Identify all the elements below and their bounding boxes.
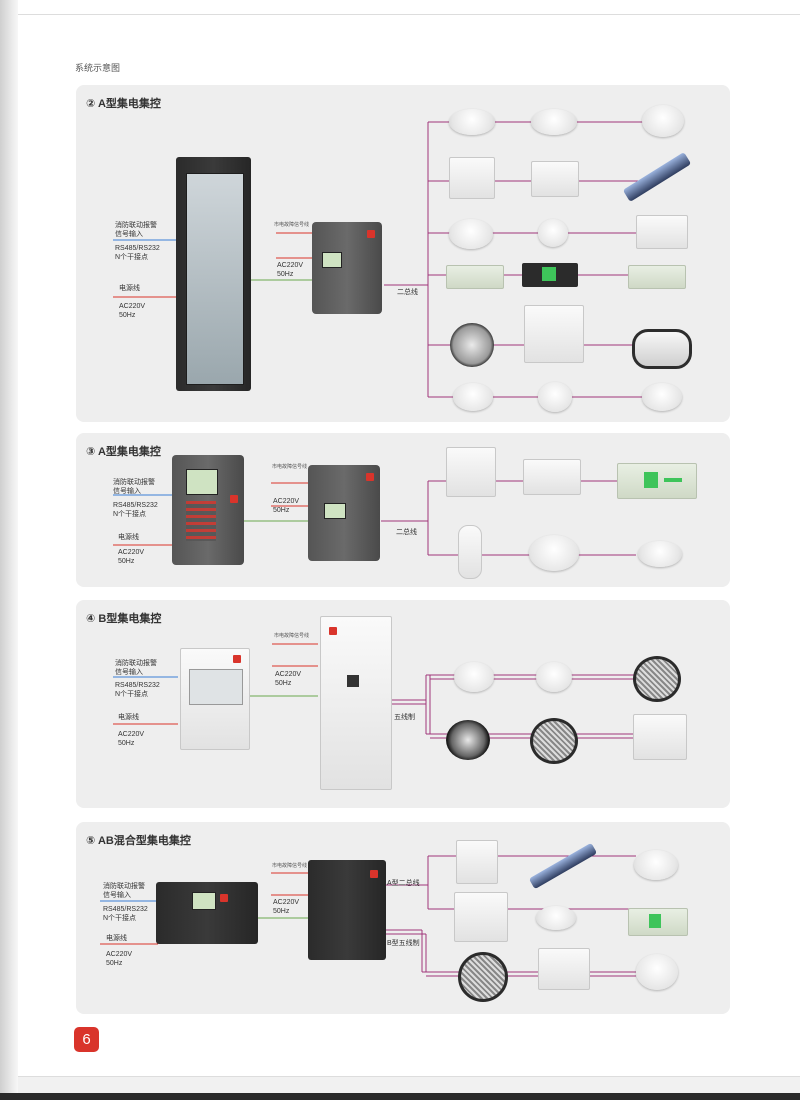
section-title: ② A型集电集控 — [86, 98, 161, 110]
rs-label: RS485/RS232 N个干接点 — [115, 682, 160, 698]
round-exit-lamp-icon — [529, 535, 579, 571]
fire-signal-label: 消防联动报警 信号输入 — [103, 883, 145, 899]
floodlight-icon — [458, 952, 508, 1002]
exit-sign-icon — [628, 908, 688, 936]
power-label: 电源线 — [118, 714, 139, 721]
twin-spot-lamp-icon — [446, 447, 496, 497]
ac-label-2: AC220V 50Hz — [273, 899, 300, 915]
ceiling-lamp-icon — [538, 219, 568, 247]
mains-signal-label: 市电故障信号线 — [274, 222, 310, 228]
section-title: ⑤ AB混合型集电集控 — [86, 835, 191, 847]
ceiling-lamp-icon — [636, 954, 678, 990]
ac-label: AC220V 50Hz — [118, 549, 145, 565]
power-label: 电源线 — [106, 935, 127, 942]
twin-spot-lamp-icon — [449, 157, 495, 199]
ac-label-2: AC220V 50Hz — [275, 671, 302, 687]
ac-label-2: AC220V 50Hz — [273, 498, 300, 514]
ceiling-lamp-icon — [536, 906, 576, 930]
ceiling-lamp-icon — [449, 219, 493, 249]
twin-spot-lamp-icon — [524, 305, 584, 363]
rs-label: RS485/RS232 N个干接点 — [115, 245, 160, 261]
fire-signal-label: 消防联动报警 信号输入 — [113, 479, 155, 495]
power-label: 电源线 — [118, 534, 139, 541]
book-spine-shadow — [0, 0, 18, 1100]
round-exit-lamp-icon — [642, 383, 682, 411]
exit-sign-icon — [446, 265, 504, 289]
ac-label: AC220V 50Hz — [118, 731, 145, 747]
mains-signal-label: 市电故障信号线 — [272, 863, 308, 869]
twin-spot-lamp-icon — [538, 948, 590, 990]
ac-label: AC220V 50Hz — [106, 951, 133, 967]
ceiling-lamp-icon — [636, 215, 688, 249]
floodlight-icon — [530, 718, 578, 764]
mains-signal-label: 市电故障信号线 — [274, 633, 310, 639]
bus-label-b: B型五线制 — [387, 940, 420, 947]
exit-sign-icon — [523, 459, 581, 495]
ceiling-lamp-icon — [638, 541, 682, 567]
twin-spot-lamp-icon — [633, 714, 687, 760]
power-box — [308, 465, 380, 561]
bus-label-a: A型二总线 — [387, 880, 420, 887]
bulkhead-lamp-icon — [632, 329, 692, 369]
wiring-diagram — [113, 643, 636, 739]
control-cabinet — [176, 157, 251, 391]
twin-spot-lamp-icon — [456, 840, 498, 884]
exit-sign-icon — [522, 263, 578, 287]
power-box — [308, 860, 386, 960]
round-exit-lamp-icon — [453, 383, 493, 411]
section-b-type: ④ B型集电集控 消防联动报警 信号输入 RS485/RS232 N个干接点 电… — [76, 600, 730, 808]
mains-signal-label: 市电故障信号线 — [272, 464, 308, 470]
wiring-diagram — [113, 121, 646, 398]
page-number-badge: 6 — [74, 1027, 99, 1052]
page-bottom-edge — [18, 1076, 800, 1094]
controller-panel — [172, 455, 244, 565]
section-a-type-1: ② A型集电集控 消防联动报警 信号输入 RS485/RS232 N个干接点 电… — [76, 85, 730, 422]
twin-spot-lamp-icon — [454, 892, 508, 942]
rs-label: RS485/RS232 N个干接点 — [113, 502, 158, 518]
ceiling-lamp-icon — [536, 662, 572, 692]
exit-sign-icon — [531, 161, 579, 197]
ceiling-lamp-icon — [642, 105, 684, 137]
power-box — [312, 222, 382, 314]
exit-sign-icon — [628, 265, 686, 289]
fire-signal-label: 消防联动报警 信号输入 — [115, 222, 157, 238]
ceiling-lamp-icon — [449, 109, 495, 135]
exit-sign-icon — [617, 463, 697, 499]
bulkhead-lamp-icon — [458, 525, 482, 579]
floodlight-icon — [446, 720, 490, 760]
bus-label: 五线制 — [394, 714, 415, 721]
rs-label: RS485/RS232 N个干接点 — [103, 906, 148, 922]
page-heading: 系统示意图 — [75, 63, 121, 73]
section-title: ④ B型集电集控 — [86, 613, 162, 625]
fire-signal-label: 消防联动报警 信号输入 — [115, 660, 157, 676]
ceiling-lamp-icon — [634, 850, 678, 880]
power-cabinet — [320, 616, 392, 790]
section-ab-hybrid: ⑤ AB混合型集电集控 消防联动报警 信号输入 RS485/RS232 N个干接… — [76, 822, 730, 1014]
ac-label: AC220V 50Hz — [119, 303, 146, 319]
controller-panel — [180, 648, 250, 750]
bus-label: 二总线 — [397, 289, 418, 296]
ceiling-lamp-icon — [454, 662, 494, 692]
power-label: 电源线 — [119, 285, 140, 292]
round-exit-lamp-icon — [538, 382, 572, 412]
section-a-type-2: ③ A型集电集控 消防联动报警 信号输入 RS485/RS232 N个干接点 电… — [76, 433, 730, 587]
section-title: ③ A型集电集控 — [86, 446, 161, 458]
floodlight-icon — [633, 656, 681, 702]
ac-label-2: AC220V 50Hz — [277, 262, 304, 278]
rack-controller — [156, 882, 258, 944]
bus-label: 二总线 — [396, 529, 417, 536]
bottom-strip — [0, 1093, 800, 1100]
ceiling-lamp-icon — [531, 109, 577, 135]
bulkhead-lamp-icon — [450, 323, 494, 367]
